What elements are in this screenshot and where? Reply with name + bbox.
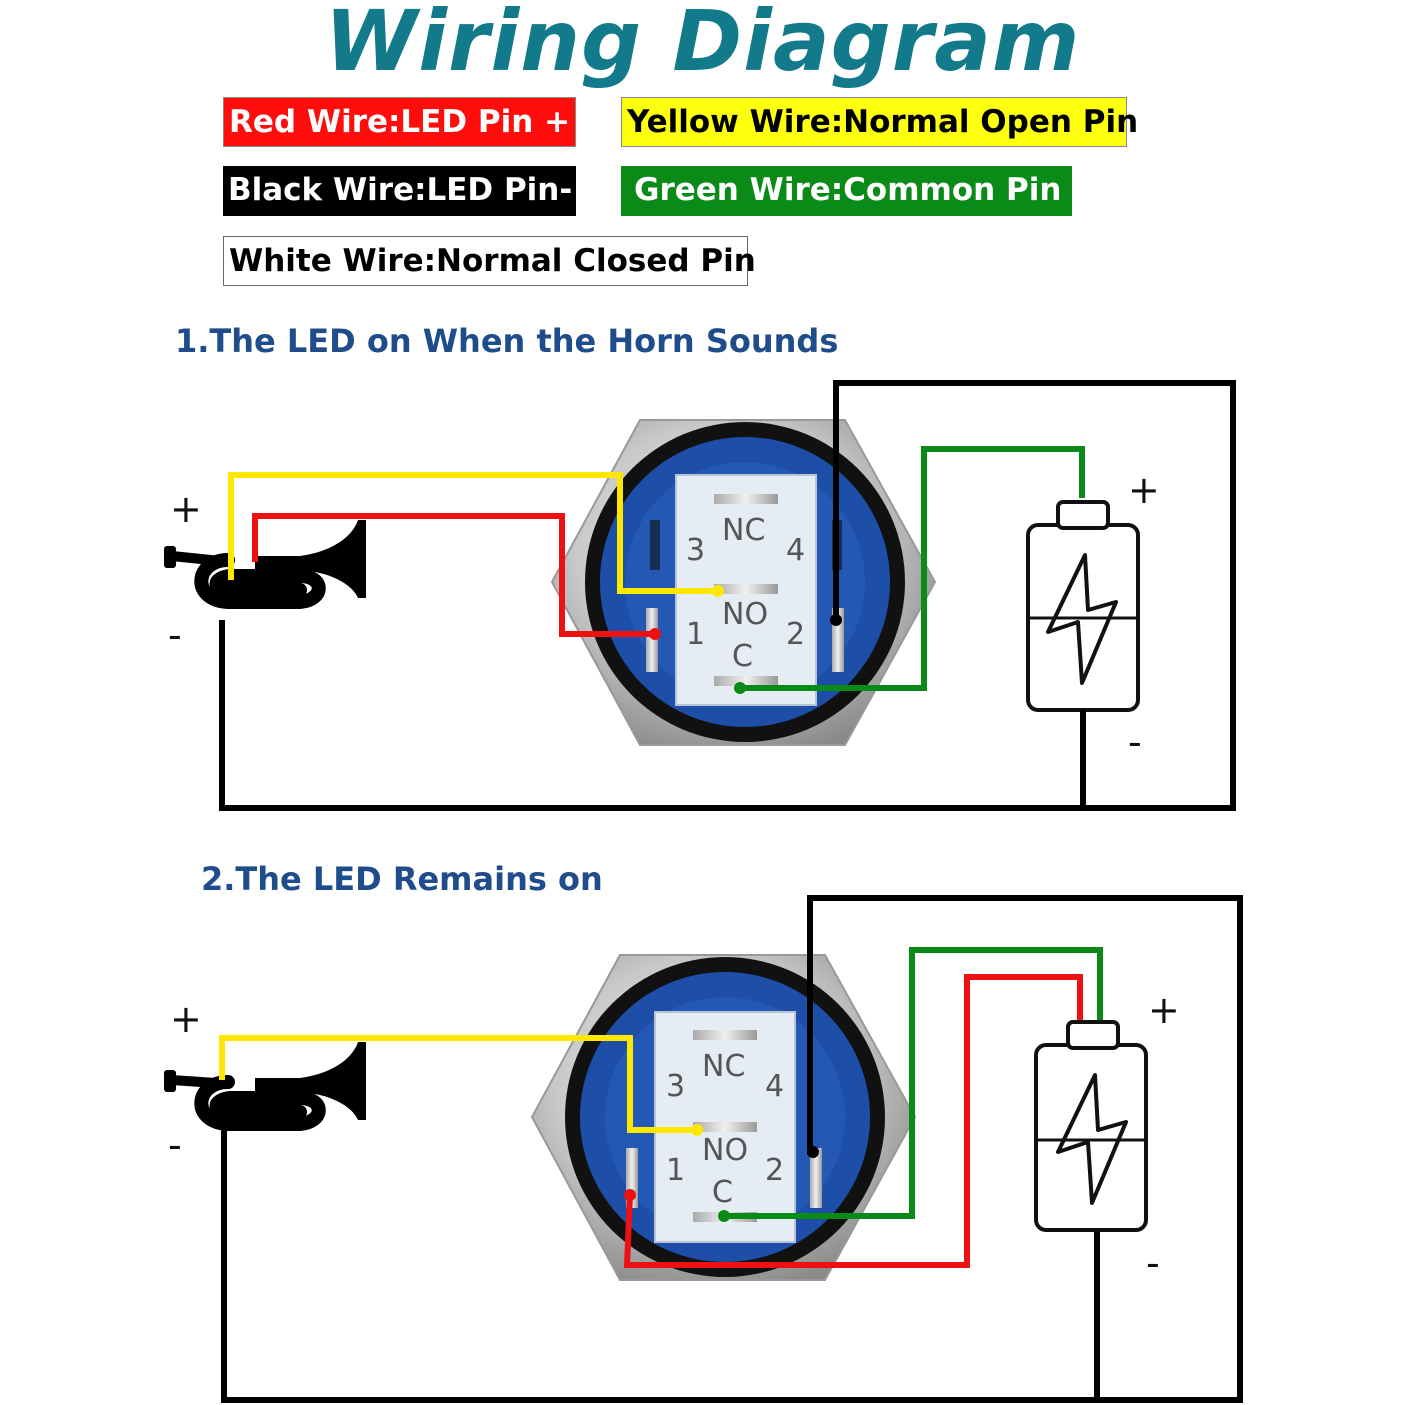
lightning-bolt-icon [1046,553,1118,685]
pin-c-label: C [712,1175,733,1210]
legend-black-wire: Black Wire:LED Pin- [223,166,576,216]
battery-icon [1034,1020,1148,1232]
horn-plus-label: + [170,487,202,531]
pin-2-label: 2 [786,617,805,652]
section-2-title: 2.The LED Remains on [201,860,603,898]
yellow-wire [228,472,718,594]
battery-plus-label: + [1148,988,1180,1032]
section-1-title: 1.The LED on When the Horn Sounds [175,322,839,360]
legend-yellow-wire: Yellow Wire:Normal Open Pin [621,97,1138,147]
horn-minus-label: - [168,1123,182,1167]
push-button-switch-icon [530,954,917,1281]
battery-minus-label: - [1128,720,1142,764]
battery-icon [1026,500,1140,712]
section-1-diagram: NC 3 4 NO 1 2 C + - + - [164,380,1236,811]
legend-white-wire: White Wire:Normal Closed Pin [223,236,756,286]
pin-nc-label: NC [702,1049,745,1084]
red-wire [252,513,655,637]
black-wire [219,380,1236,811]
red-wire [623,974,1083,1268]
pin-4-label: 4 [765,1069,784,1104]
pin-3-label: 3 [666,1069,685,1104]
yellow-wire [219,1035,697,1133]
horn-icon [164,520,366,609]
pin-no-label: NO [722,597,768,632]
pin-1-label: 1 [666,1153,685,1188]
pin-1-label: 1 [686,617,705,652]
pin-3-label: 3 [686,533,705,568]
legend-red-wire: Red Wire:LED Pin + [223,97,576,147]
push-button-switch-icon [550,419,937,746]
pin-nc-label: NC [722,513,765,548]
green-wire [740,446,1085,691]
pin-no-label: NO [702,1133,748,1168]
lightning-bolt-icon [1056,1073,1128,1205]
horn-minus-label: - [168,613,182,657]
pin-4-label: 4 [786,533,805,568]
green-wire [724,947,1103,1219]
legend-green-wire: Green Wire:Common Pin [621,166,1072,216]
battery-minus-label: - [1146,1241,1160,1285]
battery-plus-label: + [1128,468,1160,512]
horn-plus-label: + [170,997,202,1041]
pin-2-label: 2 [765,1153,784,1188]
horn-icon [164,1042,366,1131]
section-2-diagram: NC 3 4 NO 1 2 C + - + - [164,895,1243,1403]
page-title: Wiring Diagram [324,0,1081,90]
pin-c-label: C [732,639,753,674]
